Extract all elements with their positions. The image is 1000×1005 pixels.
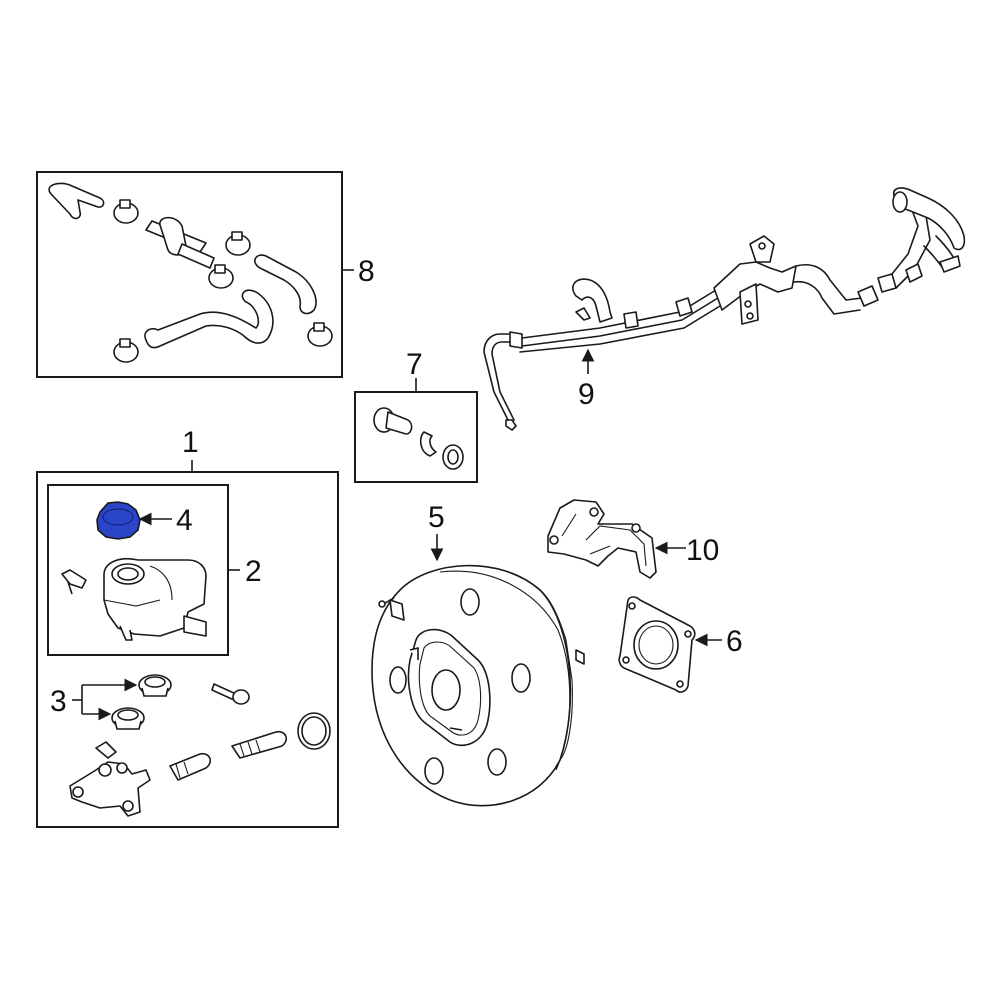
vacuum-hose[interactable]: 9 (483, 187, 966, 431)
clevis-pin (373, 407, 413, 435)
check-valve (145, 216, 215, 269)
booster-hole (389, 666, 407, 694)
hose-s (254, 254, 317, 315)
booster-hole (424, 757, 444, 785)
callout-3: 3 (50, 685, 67, 718)
master-cylinder-body (69, 741, 151, 817)
master-cylinder-group[interactable]: 1 2 4 (36, 426, 339, 828)
callout-9: 9 (578, 378, 595, 411)
hose-kit-box (36, 171, 343, 378)
callout-5: 5 (428, 501, 445, 534)
grommet (111, 707, 145, 730)
pin-kit-group[interactable]: 7 (354, 348, 478, 483)
piston-assembly (169, 752, 212, 781)
piston-assembly (231, 730, 288, 759)
o-ring (297, 712, 331, 750)
booster-stud (409, 647, 419, 660)
callout-6: 6 (726, 625, 743, 658)
hose-clamp (208, 264, 234, 289)
master-cylinder-box (36, 471, 339, 828)
level-sensor (61, 569, 87, 595)
booster-hole (511, 663, 531, 693)
booster-stud (449, 727, 463, 731)
brake-booster[interactable]: 5 (371, 501, 585, 807)
booster-hole (487, 748, 507, 776)
hose-clamp (113, 199, 139, 224)
hose-clamp (113, 338, 139, 363)
booster-gasket[interactable]: 6 (618, 596, 743, 693)
bolt (211, 683, 250, 705)
reservoir-cap[interactable] (96, 501, 141, 540)
mount-bracket[interactable]: 10 (547, 499, 719, 579)
booster-stud (378, 597, 405, 621)
callout-4: 4 (176, 504, 193, 537)
hose-kit-group[interactable]: 8 (36, 171, 375, 378)
booster-stud (575, 649, 585, 665)
reservoir-tank (103, 558, 207, 641)
callout-8: 8 (358, 255, 375, 288)
hose-long (144, 289, 274, 349)
hose-clamp (225, 231, 251, 256)
callout-2: 2 (245, 555, 262, 588)
booster-center-hole (431, 669, 461, 711)
grommet (138, 674, 172, 697)
hose-elbow (48, 182, 105, 220)
callout-1: 1 (182, 426, 199, 459)
callout-7: 7 (406, 348, 423, 381)
hose-clamp (307, 322, 333, 347)
booster-hole (460, 588, 480, 616)
washer (442, 444, 464, 470)
callout-10: 10 (686, 534, 719, 567)
clip (419, 431, 437, 457)
pin-kit-box (354, 391, 478, 483)
